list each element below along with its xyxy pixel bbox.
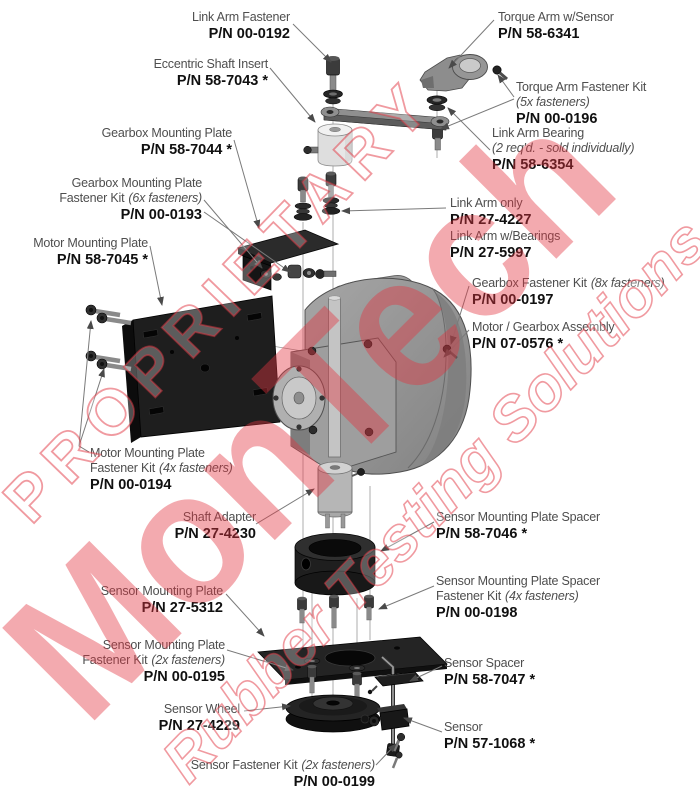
sensor-mounting-plate-part	[257, 636, 448, 685]
label-motor-mounting-plate-fastener-kit: Motor Mounting Plate Fastener Kit(4x fas…	[90, 446, 275, 494]
part-name-2: Fastener Kit(6x fasteners)	[59, 190, 202, 205]
part-name-2: Fastener Kit(4x fasteners)	[436, 588, 579, 603]
label-sensor-wheel: Sensor Wheel P/N 27-4229	[110, 702, 241, 735]
part-number-2: P/N 27-5997	[450, 244, 532, 261]
leader-lines	[78, 19, 515, 766]
part-number: P/N 27-4227	[450, 211, 532, 228]
part-number: P/N 00-0199	[293, 773, 375, 790]
label-sensor-mounting-plate-spacer-fastener-kit: Sensor Mounting Plate Spacer Fastener Ki…	[436, 574, 651, 622]
part-number: P/N 58-6354	[492, 156, 574, 173]
sensor-wheel-part	[285, 694, 381, 733]
part-name: Motor Mounting Plate	[33, 236, 148, 250]
gearbox-plate-fastener-cluster	[260, 264, 337, 281]
gearbox-mounting-plate-part	[236, 229, 340, 291]
label-torque-arm-fastener-kit: Torque Arm Fastener Kit (5x fasteners) P…	[516, 80, 696, 128]
part-number: P/N 00-0197	[472, 291, 554, 308]
part-number: P/N 27-4229	[158, 717, 240, 734]
label-shaft-adapter: Shaft Adapter P/N 27-4230	[110, 510, 257, 543]
part-name: Motor Mounting Plate	[90, 446, 205, 460]
label-motor-mounting-plate: Motor Mounting Plate P/N 58-7045 *	[20, 236, 148, 269]
part-number: P/N 07-0576 *	[472, 335, 564, 352]
part-name-2: Fastener Kit(4x fasteners)	[90, 460, 233, 475]
part-number: P/N 58-7047 *	[444, 671, 536, 688]
part-number: P/N 58-7046 *	[436, 525, 528, 542]
part-number: P/N 58-7044 *	[140, 141, 232, 158]
label-sensor: Sensor P/N 57-1068 *	[444, 720, 594, 753]
part-name: Sensor Mounting Plate	[102, 638, 225, 652]
part-number: P/N 57-1068 *	[444, 735, 536, 752]
part-name-2: Fastener Kit(2x fasteners)	[82, 652, 225, 667]
part-name: Gearbox Fastener Kit(8x fasteners)	[472, 276, 665, 290]
part-number: P/N 00-0195	[143, 668, 225, 685]
part-name: Sensor Mounting Plate	[100, 584, 223, 598]
part-name: Sensor	[444, 720, 483, 734]
part-name: Sensor Fastener Kit(2x fasteners)	[190, 758, 375, 772]
part-name: Sensor Spacer	[444, 656, 525, 670]
part-name: Sensor Mounting Plate Spacer	[436, 574, 600, 588]
label-sensor-mounting-plate-spacer: Sensor Mounting Plate Spacer P/N 58-7046…	[436, 510, 651, 543]
eccentric-shaft-insert-part	[303, 123, 353, 167]
label-gearbox-mounting-plate: Gearbox Mounting Plate P/N 58-7044 *	[70, 126, 233, 159]
part-name: Eccentric Shaft Insert	[153, 57, 269, 71]
part-number: P/N 00-0196	[516, 110, 598, 127]
sensor-mounting-plate-spacer-part	[294, 533, 376, 596]
label-link-arm: Link Arm only P/N 27-4227 Link Arm w/Bea…	[450, 196, 635, 262]
motor-gearbox-assembly-part	[272, 274, 472, 475]
label-motor-gearbox-assembly: Motor / Gearbox Assembly P/N 07-0576 *	[472, 320, 682, 353]
gearbox-plate-fastener-stacks	[293, 171, 341, 221]
part-name: Torque Arm Fastener Kit	[516, 80, 647, 94]
part-name: Link Arm only	[450, 196, 523, 210]
part-number: P/N 00-0193	[120, 206, 202, 223]
label-eccentric-shaft-insert: Eccentric Shaft Insert P/N 58-7043 *	[100, 57, 269, 90]
part-name: Torque Arm w/Sensor	[498, 10, 614, 24]
part-qty: (5x fasteners)	[516, 94, 590, 109]
part-number: P/N 00-0194	[90, 476, 172, 493]
part-name: Gearbox Mounting Plate	[101, 126, 233, 140]
part-number: P/N 58-7045 *	[56, 251, 148, 268]
part-qty: (2 req'd. - sold individually)	[492, 140, 635, 155]
motor-mounting-plate-part	[122, 295, 281, 443]
part-name: Sensor Wheel	[163, 702, 240, 716]
part-number: P/N 58-6341	[498, 25, 580, 42]
part-name: Link Arm Fastener	[191, 10, 290, 24]
part-name: Link Arm Bearing	[492, 126, 584, 140]
label-gearbox-mounting-plate-fastener-kit: Gearbox Mounting Plate Fastener Kit(6x f…	[40, 176, 202, 224]
part-name: Gearbox Mounting Plate	[71, 176, 203, 190]
link-arm-part	[320, 106, 450, 131]
torque-arm-part	[419, 54, 488, 92]
part-number: P/N 00-0192	[208, 25, 290, 42]
part-name-2: Link Arm w/Bearings	[450, 228, 561, 243]
label-link-arm-fastener: Link Arm Fastener P/N 00-0192	[130, 10, 290, 43]
label-torque-arm-w-sensor: Torque Arm w/Sensor P/N 58-6341	[498, 10, 688, 43]
part-number: P/N 58-7043 *	[176, 72, 268, 89]
label-gearbox-fastener-kit: Gearbox Fastener Kit(8x fasteners) P/N 0…	[472, 276, 697, 309]
shaft-adapter-part	[317, 461, 365, 529]
label-sensor-spacer: Sensor Spacer P/N 58-7047 *	[444, 656, 594, 689]
sensor-part	[368, 704, 410, 731]
part-number: P/N 27-5312	[141, 599, 223, 616]
link-arm-fastener-part	[323, 56, 343, 105]
part-name: Shaft Adapter	[182, 510, 256, 524]
part-number: P/N 27-4230	[174, 525, 256, 542]
part-name: Motor / Gearbox Assembly	[472, 320, 615, 334]
part-name: Sensor Mounting Plate Spacer	[436, 510, 600, 524]
plate-fastener-bolts	[303, 657, 366, 701]
label-sensor-fastener-kit: Sensor Fastener Kit(2x fasteners) P/N 00…	[155, 758, 375, 791]
motor-plate-bolts	[85, 304, 132, 372]
spacer-fastener-bolts	[297, 594, 374, 629]
label-link-arm-bearing: Link Arm Bearing (2 req'd. - sold indivi…	[492, 126, 697, 174]
label-sensor-mounting-plate: Sensor Mounting Plate P/N 27-5312	[75, 584, 223, 617]
part-number: P/N 00-0198	[436, 604, 518, 621]
label-sensor-mounting-plate-fastener-kit: Sensor Mounting Plate Fastener Kit(2x fa…	[60, 638, 225, 686]
